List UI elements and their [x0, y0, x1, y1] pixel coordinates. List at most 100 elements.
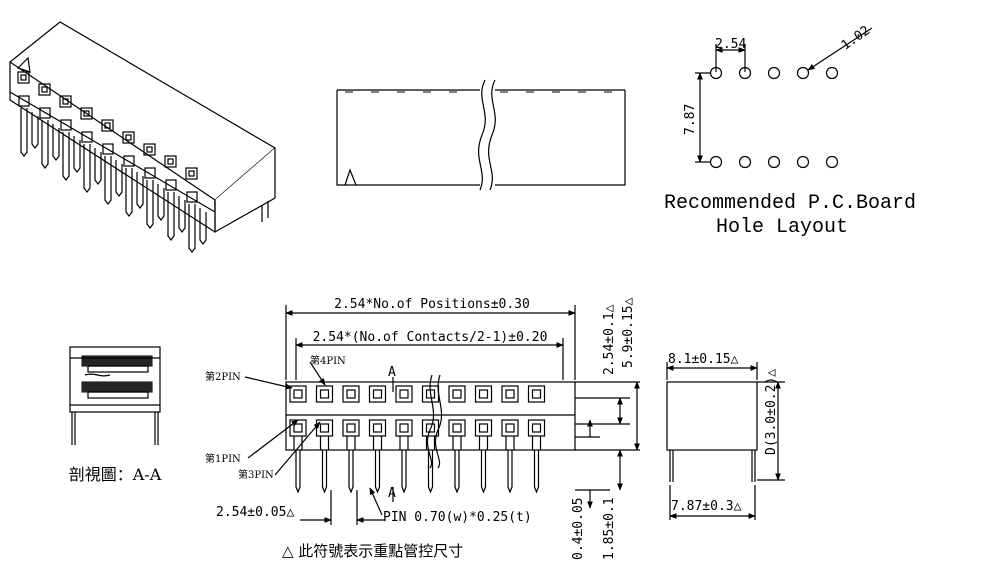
iso-opening	[17, 71, 30, 84]
contact-cell-bottom	[448, 419, 466, 437]
isometric-openings	[17, 71, 198, 203]
iso-opening-inner	[41, 86, 48, 93]
height-dim: 5.9±0.15△	[621, 297, 636, 368]
pcb-holes	[709, 66, 839, 169]
contact-cell-bottom	[501, 419, 519, 437]
side-view	[666, 362, 785, 520]
pin4-label: 第4PIN	[310, 354, 346, 367]
pin-shoulder	[399, 436, 409, 450]
contact-cell-bottom	[368, 419, 387, 437]
side-depth-dim: D(3.0±0.2)△	[764, 369, 779, 455]
contact-cell-bottom	[527, 419, 546, 437]
contact-window-top	[399, 389, 409, 399]
pcb-pitch-label: 2.54	[715, 37, 746, 52]
pcb-row-spacing-label: 7.87	[683, 104, 698, 135]
pin-shoulder	[319, 436, 330, 450]
pcb-hole	[709, 155, 723, 169]
iso-opening-inner	[125, 134, 132, 141]
tail-length-dim: 0.4±0.05	[571, 497, 586, 560]
pitch-tolerance-dim: 2.54±0.05△	[216, 505, 294, 520]
iso-opening	[80, 107, 93, 120]
pcb-hole-dia-label: 1.02	[839, 23, 873, 53]
pin-tail	[507, 450, 513, 494]
iso-opening-lower	[165, 179, 177, 191]
pcb-hole	[767, 155, 781, 169]
iso-tail	[125, 168, 133, 217]
iso-tail	[188, 204, 196, 253]
contact-window-top	[319, 389, 330, 399]
top-view	[336, 79, 626, 191]
iso-opening-inner	[167, 158, 174, 165]
iso-opening-lower	[123, 155, 135, 167]
contact-window-bottom	[372, 423, 383, 433]
contact-cell-bottom	[395, 419, 413, 437]
iso-tail	[62, 132, 70, 181]
pin-tail	[401, 450, 407, 494]
contact-cell-top	[395, 385, 413, 403]
pin-shoulder	[346, 436, 356, 450]
section-caption: 剖視圖：A-A	[69, 465, 162, 484]
pin-shoulder	[452, 436, 462, 450]
contact-cell-top	[368, 385, 387, 403]
contact-window-top	[372, 389, 383, 399]
isometric-tails	[20, 108, 207, 253]
contact-cell-top	[501, 385, 519, 403]
pin-tail	[533, 450, 540, 494]
pcb-caption-line1: Recommended P.C.Board	[664, 192, 916, 215]
contact-window-bottom	[425, 423, 436, 433]
pin-tail	[454, 450, 460, 494]
iso-opening	[164, 155, 177, 168]
pin-shoulder	[505, 436, 515, 450]
contact-window-bottom	[399, 423, 409, 433]
iso-opening-lower	[102, 143, 114, 155]
pin-size-label: PIN 0.70(w)*0.25(t)	[383, 510, 532, 525]
iso-tail-back	[199, 208, 207, 245]
iso-opening-lower	[18, 95, 30, 107]
contact-cell-top	[448, 385, 466, 403]
front-view	[244, 305, 640, 525]
iso-opening-lower	[186, 191, 198, 203]
pin-shoulder	[372, 436, 383, 450]
contact-window-top	[346, 389, 356, 399]
iso-opening	[143, 143, 156, 156]
pin1-label: 第1PIN	[205, 452, 241, 465]
iso-opening-lower	[60, 119, 72, 131]
contact-window-bottom	[531, 423, 542, 433]
side-width-dim: 8.1±0.15△	[668, 352, 739, 367]
pcb-hole	[796, 66, 810, 80]
contact-cell-top	[474, 385, 493, 403]
iso-opening	[59, 95, 72, 108]
footnote: △ 此符號表示重點管控尺寸	[282, 542, 463, 560]
iso-tail-back	[94, 148, 102, 185]
iso-opening-inner	[188, 170, 195, 177]
iso-opening-inner	[20, 74, 27, 81]
iso-tail-back	[157, 184, 165, 221]
overall-length-dim: 2.54*No.of Positions±0.30	[334, 297, 530, 312]
pcb-hole	[825, 155, 839, 169]
pcb-hole-layout	[695, 27, 873, 169]
pcb-hole	[738, 155, 752, 169]
iso-tail	[20, 108, 28, 157]
iso-opening-inner	[83, 110, 90, 117]
pcb-hole	[825, 66, 839, 80]
iso-opening	[101, 119, 114, 132]
contact-cell-top	[342, 385, 360, 403]
section-marker-bottom: A	[388, 486, 396, 501]
contact-cell-top	[315, 385, 334, 403]
pcb-caption-line2: Hole Layout	[716, 216, 848, 239]
pcb-hole	[796, 155, 810, 169]
contact-window-top	[478, 389, 489, 399]
pin-tail	[321, 450, 328, 494]
contact-window-bottom	[319, 423, 330, 433]
iso-tail	[104, 156, 112, 205]
pin-tail	[348, 450, 354, 494]
pin-shoulder	[531, 436, 542, 450]
iso-tail-back	[136, 172, 144, 209]
pin-shoulder	[425, 436, 436, 450]
contact-window-top	[293, 389, 303, 399]
pcb-hole	[767, 66, 781, 80]
contact-cell-bottom	[474, 419, 493, 437]
iso-opening-inner	[62, 98, 69, 105]
contact-cell-top	[527, 385, 546, 403]
